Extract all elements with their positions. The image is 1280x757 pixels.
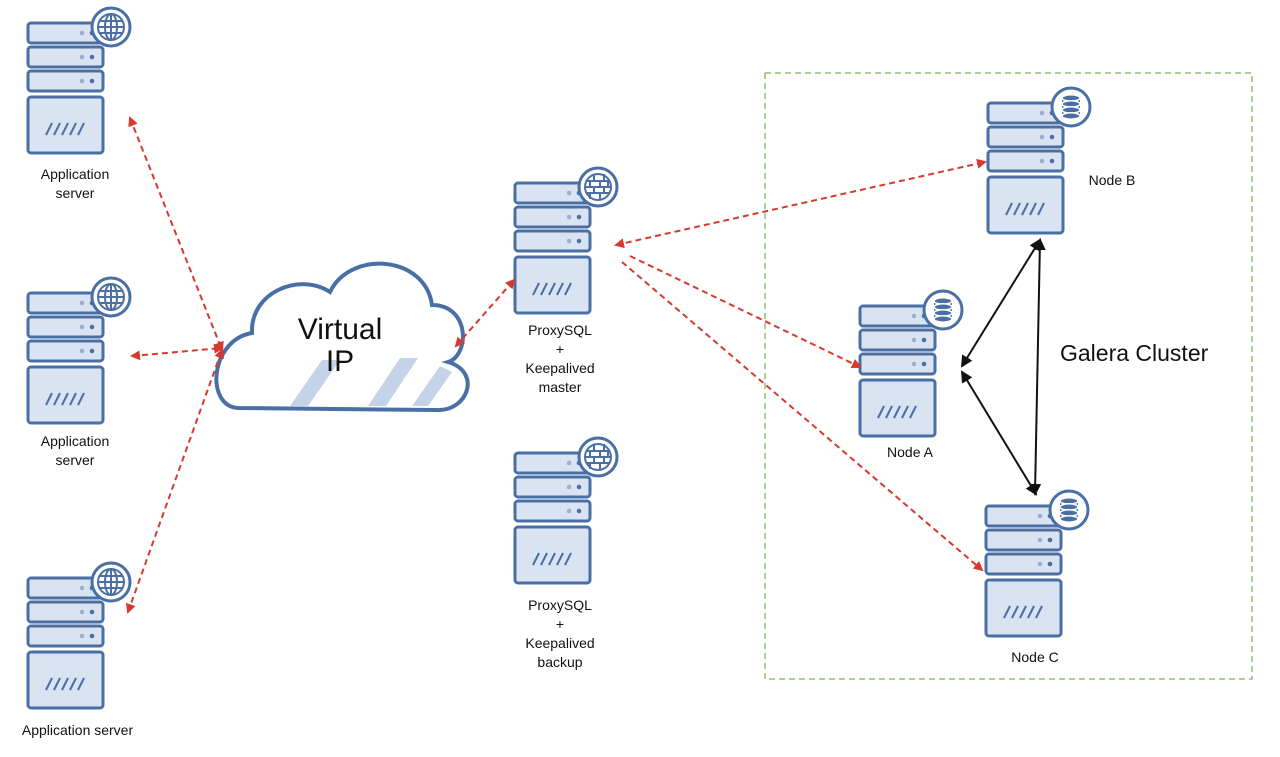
link-proxy-node-b (614, 158, 987, 249)
label-app-server-3: Application server (21, 722, 134, 738)
virtual-ip-cloud (214, 261, 470, 413)
link-app1-cloud (128, 116, 224, 352)
label-proxy-master: ProxySQL + Keepalived master (525, 322, 595, 395)
link-cloud-proxy (454, 278, 516, 348)
link-proxy-node-a (629, 255, 862, 369)
link-proxy-node-c (621, 261, 984, 572)
server-app1 (26, 6, 132, 155)
firewall-icon (577, 166, 619, 208)
server-node-a (858, 289, 964, 438)
galera-cluster-boundary (764, 72, 1253, 680)
server-app3 (26, 561, 132, 710)
link-node-a-node-b (960, 238, 1042, 368)
label-proxy-backup: ProxySQL + Keepalived backup (525, 597, 595, 670)
link-app2-cloud (130, 343, 224, 361)
server-app2 (26, 276, 132, 425)
link-node-b-node-c (1029, 238, 1046, 496)
label-node-c: Node C (1011, 649, 1059, 665)
link-node-a-node-c (960, 370, 1038, 496)
server-proxy-backup (513, 436, 619, 585)
server-proxy-master (513, 166, 619, 315)
firewall-icon (577, 436, 619, 478)
database-icon (1050, 86, 1092, 128)
database-icon (922, 289, 964, 331)
globe-icon (90, 561, 132, 603)
link-app3-cloud (125, 348, 225, 614)
server-node-b (986, 86, 1092, 235)
globe-icon (90, 6, 132, 48)
virtual-ip-label: Virtual IP (297, 313, 383, 378)
galera-cluster-label: Galera Cluster (1060, 340, 1209, 366)
label-node-a: Node A (887, 444, 933, 460)
label-node-b: Node B (1088, 172, 1136, 188)
label-app-server-2: Application server (40, 433, 110, 468)
label-app-server-1: Application server (40, 166, 110, 201)
globe-icon (90, 276, 132, 318)
server-node-c (984, 489, 1090, 638)
database-icon (1048, 489, 1090, 531)
